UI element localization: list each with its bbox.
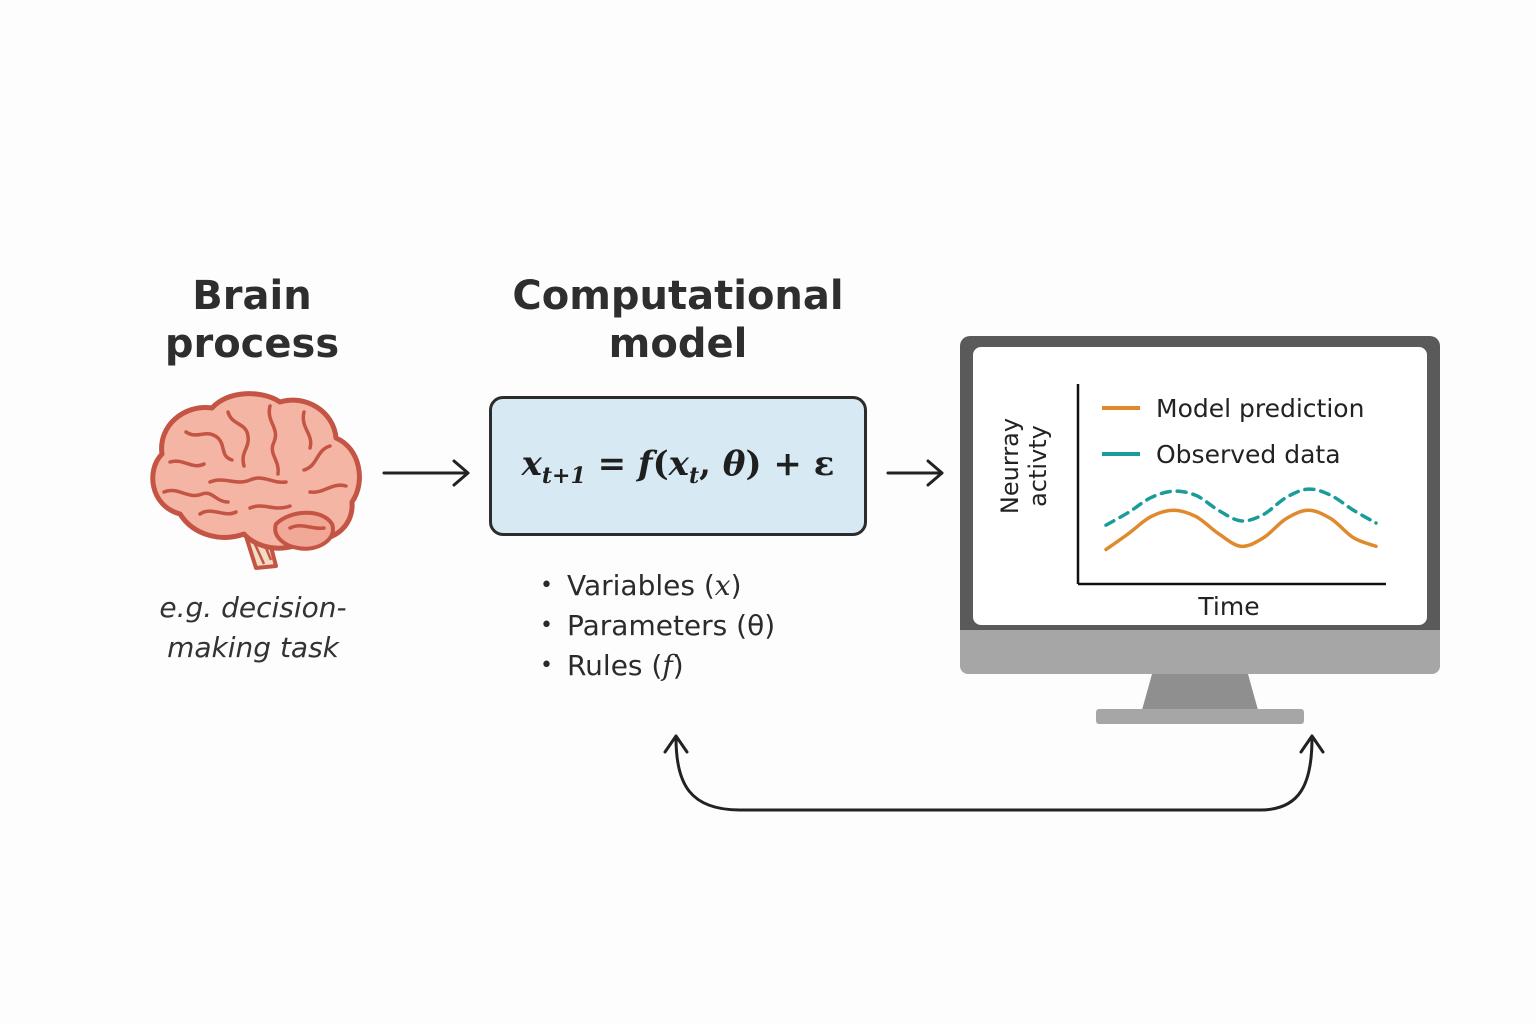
brain-process-title: Brain process — [120, 272, 384, 368]
legend-label-observed: Observed data — [1156, 440, 1341, 469]
brain-title-line2: process — [164, 321, 340, 367]
legend-label-model: Model prediction — [1156, 394, 1364, 423]
y-axis-label-line2: activty — [1024, 425, 1052, 507]
model-components-list: Variables (x) Parameters (θ) Rules (f) — [540, 566, 775, 686]
computational-model-title: Computational model — [478, 272, 878, 368]
brain-icon — [150, 391, 362, 570]
model-title-line2: model — [608, 321, 748, 367]
model-equation-box: xt+1 = f(xt, θ) + ε — [489, 396, 867, 536]
x-axis-label: Time — [1197, 592, 1259, 621]
arrow-right-icon — [382, 459, 470, 487]
component-rules: Rules (f) — [540, 646, 775, 686]
arrow-right-icon — [886, 459, 944, 487]
activity-chart: Neurray activty Time Model prediction Ob… — [996, 384, 1386, 621]
brain-caption: e.g. decision- making task — [110, 588, 396, 668]
monitor-icon — [960, 336, 1440, 724]
component-parameters: Parameters (θ) — [540, 606, 775, 646]
model-title-line1: Computational — [512, 273, 844, 319]
arrowhead-up-right — [1299, 734, 1325, 754]
caption-line1: e.g. decision- — [159, 591, 347, 624]
series-observed-data — [1104, 487, 1378, 527]
model-equation: xt+1 = f(xt, θ) + ε — [521, 443, 835, 489]
feedback-loop-arrow-icon — [663, 734, 1325, 812]
brain-cerebellum — [273, 510, 335, 551]
series-model-prediction — [1104, 508, 1378, 552]
y-axis-label-line1: Neurray — [996, 418, 1024, 514]
brain-title-line1: Brain — [192, 273, 312, 319]
arrowhead-up-left — [663, 734, 689, 754]
monitor-stand-neck — [1142, 674, 1258, 710]
monitor-stand-base — [1096, 709, 1304, 724]
caption-line2: making task — [167, 631, 339, 664]
monitor-screen — [973, 347, 1427, 625]
component-variables: Variables (x) — [540, 566, 775, 606]
